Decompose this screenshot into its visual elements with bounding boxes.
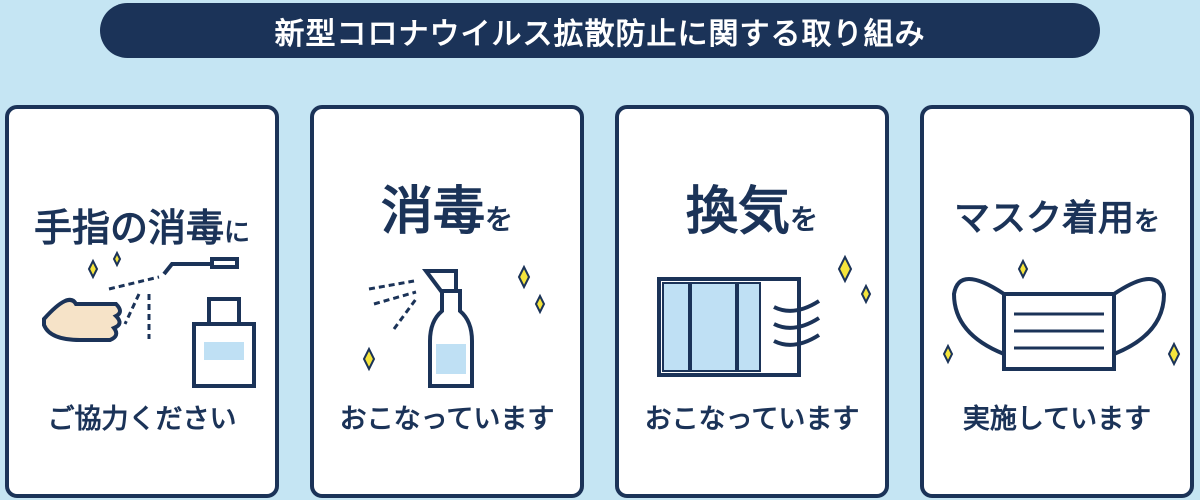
card-ventilation: 換気を おこなっています	[615, 105, 889, 498]
window-ventilation-icon	[657, 254, 872, 377]
card-caption: ご協力ください	[47, 404, 237, 435]
card-caption: 実施しています	[962, 404, 1152, 435]
page-title: 新型コロナウイルス拡散防止に関する取り組み	[100, 3, 1100, 58]
spray-bottle-icon	[362, 264, 546, 388]
card-heading: 換気を	[685, 182, 819, 242]
card-heading: マスク着用を	[953, 198, 1161, 239]
card-heading: 手指の消毒に	[33, 206, 251, 250]
hand-sanitizer-icon	[42, 250, 256, 388]
face-mask-icon	[942, 258, 1181, 371]
card-caption: おこなっています	[644, 404, 860, 435]
card-hand-sanitizing: 手指の消毒に ご協力ください	[5, 105, 279, 498]
card-disinfection: 消毒を おこなっています	[310, 105, 584, 498]
card-heading: 消毒を	[380, 182, 514, 242]
card-caption: おこなっています	[339, 404, 555, 435]
card-mask-wearing: マスク着用を 実施しています	[920, 105, 1194, 498]
